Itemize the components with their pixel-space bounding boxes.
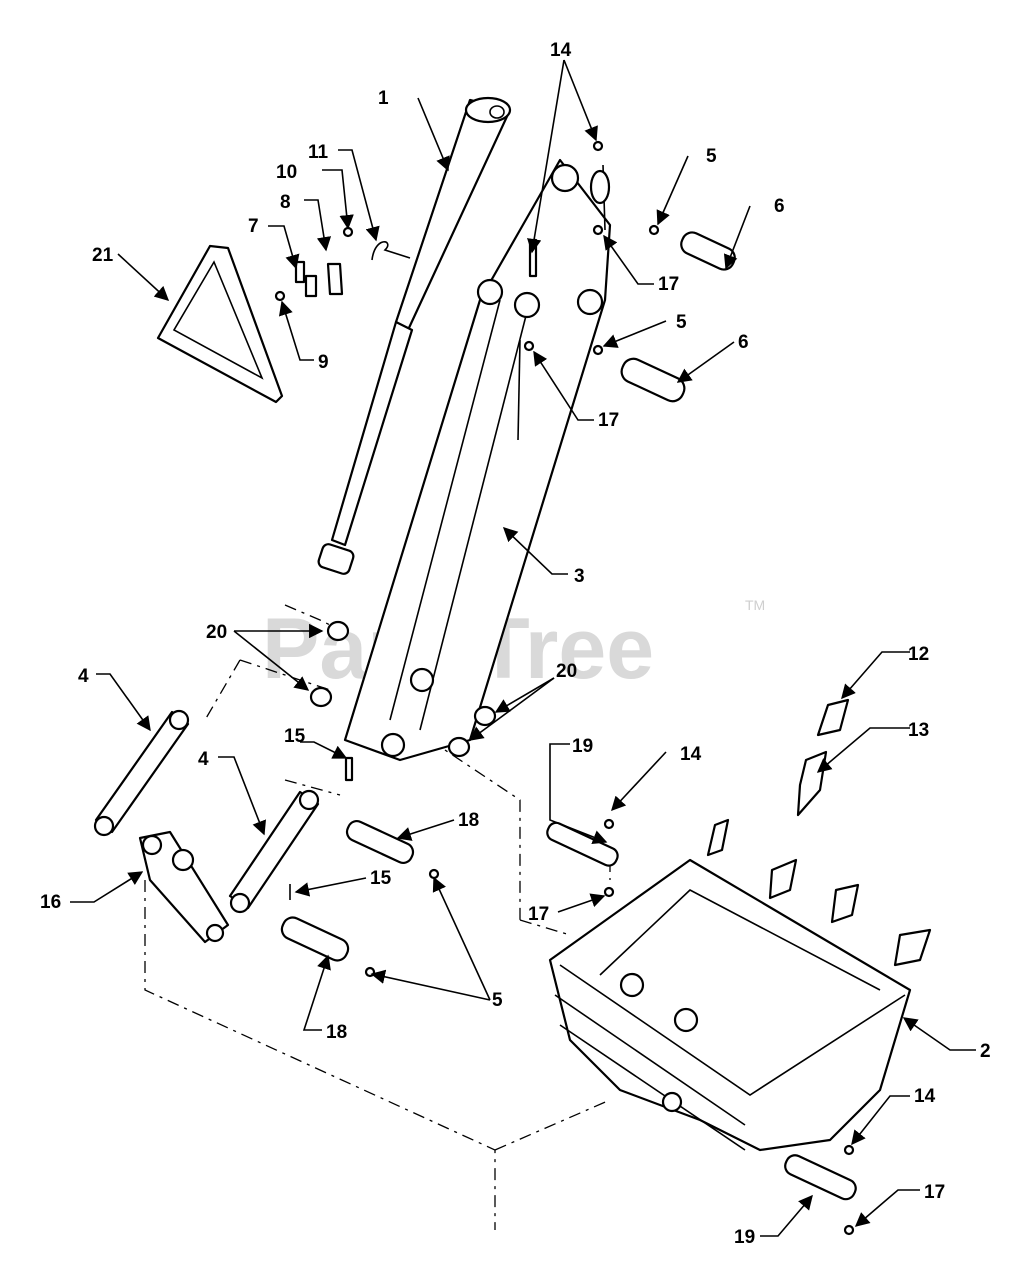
- part-3-boom: [343, 158, 612, 762]
- callout-labels: 1 2 3 4 4 5 5 5 6 6 7 8 9 10 11 12 13 14…: [40, 40, 991, 1248]
- part-21-triangle-reflector: [156, 244, 284, 404]
- callout-10: 10: [276, 162, 297, 183]
- callout-8: 8: [280, 192, 291, 213]
- part-4-link-lower: [228, 789, 320, 914]
- part-1-hydraulic-cylinder: [317, 96, 512, 575]
- callout-14-right: 14: [680, 744, 702, 765]
- callout-1: 1: [378, 88, 389, 109]
- callout-19-upper: 19: [572, 736, 593, 757]
- part-4-link-upper: [93, 709, 190, 837]
- part-2-bucket: [548, 818, 932, 1152]
- callout-15-upper: 15: [284, 726, 306, 747]
- callout-16: 16: [40, 892, 61, 913]
- part-6-pin-middle: [620, 357, 686, 403]
- callout-6-middle: 6: [738, 332, 749, 353]
- part-6-pin-upper: [680, 231, 736, 271]
- watermark-tm: TM: [745, 597, 765, 613]
- part-19-pin-upper: [546, 821, 619, 867]
- callout-21: 21: [92, 245, 114, 266]
- callout-9: 9: [318, 352, 329, 373]
- callout-6-upper: 6: [774, 196, 785, 217]
- part-16-bracket: [138, 830, 230, 944]
- part-18-pin-lower: [280, 916, 350, 962]
- callout-15-lower: 15: [370, 868, 392, 889]
- callout-17-middle: 17: [598, 410, 619, 431]
- callout-20-right: 20: [556, 661, 577, 682]
- callout-2: 2: [980, 1041, 991, 1062]
- callout-20-left: 20: [206, 622, 227, 643]
- assembly-lines: [144, 604, 611, 1230]
- callout-17-upper: 17: [658, 274, 679, 295]
- callout-19-lower: 19: [734, 1227, 755, 1248]
- callout-13: 13: [908, 720, 929, 741]
- callout-17-bottom: 17: [924, 1182, 945, 1203]
- callout-5-upper: 5: [706, 146, 717, 167]
- part-19-pin-lower: [784, 1154, 857, 1201]
- part-18-pin-upper: [345, 820, 415, 864]
- callout-4-lower: 4: [198, 749, 209, 770]
- callout-11: 11: [308, 142, 329, 163]
- callout-7: 7: [248, 216, 259, 237]
- callout-3: 3: [574, 566, 585, 587]
- callout-14-top: 14: [550, 40, 572, 61]
- part-20-bushing-set: [309, 620, 497, 758]
- callout-5-middle: 5: [676, 312, 687, 333]
- part-13-tooth-adapter: [796, 750, 828, 817]
- callout-14-bottom: 14: [914, 1086, 936, 1107]
- callout-17-bucket: 17: [528, 904, 549, 925]
- callout-leaders: [70, 59, 976, 1237]
- callout-5-lower: 5: [492, 990, 503, 1011]
- callout-18-upper: 18: [458, 810, 479, 831]
- part-12-tooth: [816, 698, 850, 737]
- callout-18-lower: 18: [326, 1022, 347, 1043]
- callout-4-upper: 4: [78, 666, 89, 687]
- callout-12: 12: [908, 644, 929, 665]
